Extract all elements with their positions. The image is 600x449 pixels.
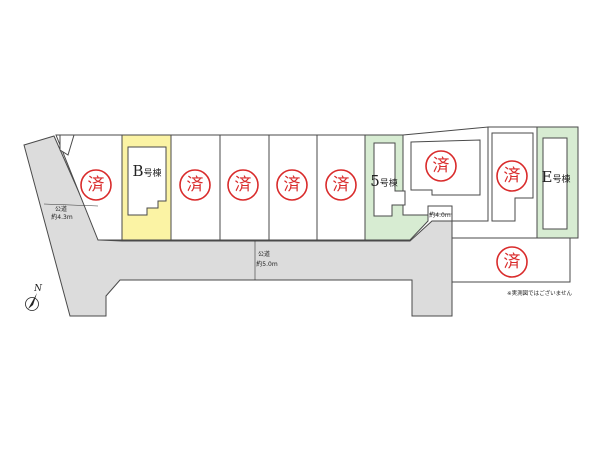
svg-text:済: 済 — [235, 175, 252, 195]
sold-stamps: 済 済 済 済 済 済 済 済 — [80, 150, 528, 278]
svg-text:済: 済 — [433, 156, 450, 176]
house-e — [542, 137, 568, 230]
house-9 — [491, 132, 534, 222]
compass-label: N — [33, 284, 43, 294]
dimension-lines — [43, 203, 452, 280]
sold-stamp: 済 — [425, 150, 457, 182]
north-compass: N — [25, 284, 43, 311]
svg-text:済: 済 — [88, 175, 105, 195]
lot-labels: B号棟 5号棟 E号棟 — [132, 162, 570, 190]
corner-notch — [59, 134, 75, 156]
lot-e-label: E号棟 — [542, 168, 571, 186]
house-footprints — [59, 132, 568, 230]
lot-5-label: 5号棟 — [370, 172, 398, 190]
house-5 — [373, 142, 406, 217]
west-road-width: 約4.3m — [51, 213, 73, 221]
svg-text:済: 済 — [284, 175, 301, 195]
dim-west-road — [43, 203, 99, 207]
sold-stamp: 済 — [179, 169, 211, 201]
sold-stamp: 済 — [80, 169, 112, 201]
house-8 — [410, 139, 481, 196]
disclaimer-note: ※実測図ではございません — [507, 289, 572, 297]
east-road-width: 約4.0m — [429, 211, 451, 219]
road-labels: 公道 約4.3m 公道 約5.0m 約4.0m — [51, 205, 451, 268]
sold-stamp: 済 — [227, 169, 259, 201]
sold-stamp: 済 — [496, 160, 528, 192]
lot-3 — [170, 134, 221, 241]
north-arrow-icon — [28, 293, 37, 309]
west-road-name: 公道 — [55, 205, 67, 213]
svg-text:済: 済 — [187, 175, 204, 195]
svg-text:済: 済 — [504, 252, 521, 272]
main-road-name: 公道 — [258, 250, 270, 258]
svg-text:済: 済 — [333, 175, 350, 195]
lot-6 — [316, 134, 366, 241]
lot-10 — [451, 237, 571, 283]
sold-stamp: 済 — [496, 246, 528, 278]
house-b — [127, 146, 167, 216]
sold-stamp: 済 — [276, 169, 308, 201]
main-road-width: 約5.0m — [256, 260, 278, 268]
lot-b-label: B号棟 — [132, 162, 161, 180]
sold-stamp: 済 — [325, 169, 357, 201]
svg-text:済: 済 — [504, 166, 521, 186]
